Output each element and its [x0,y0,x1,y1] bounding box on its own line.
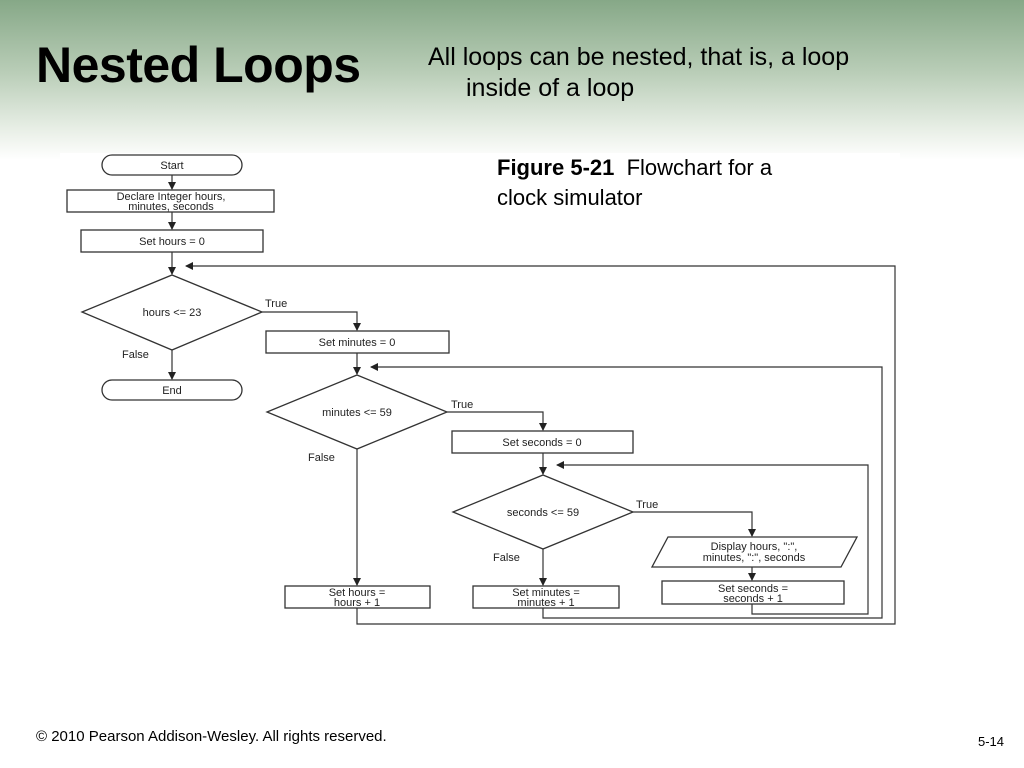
inc-seconds-box [661,580,845,605]
hours-true-label: True [265,298,287,310]
minutes-true-label: True [451,399,473,411]
footer-copyright: © 2010 Pearson Addison-Wesley. All right… [36,728,387,745]
header-band [0,0,1024,160]
inc-minutes-label-2: minutes + 1 [517,597,574,609]
cond-seconds-label: seconds <= 59 [507,507,579,519]
figure-caption: Figure 5-21 Flowchart for a clock simula… [497,153,857,213]
end-terminator [101,379,243,401]
hours-false-label: False [122,349,149,361]
declare-label-2: minutes, seconds [128,201,214,213]
inc-hours-label-1: Set hours = [329,587,386,599]
start-label: Start [160,160,183,172]
inc-seconds-label-1: Set seconds = [718,583,788,595]
inc-hours-label-2: hours + 1 [334,597,380,609]
inc-minutes-label-1: Set minutes = [512,587,580,599]
cond-minutes-label: minutes <= 59 [322,407,392,419]
display-label-1: Display hours, ":", [711,541,798,553]
bullet-text: All loops can be nested, that is, a loop… [428,42,928,104]
set-hours-label: Set hours = 0 [139,236,205,248]
set-seconds-label: Set seconds = 0 [502,437,581,449]
slide-title: Nested Loops [36,37,361,93]
end-label: End [162,385,182,397]
caption-figure-label: Figure 5-21 [497,155,615,180]
inc-seconds-label-2: seconds + 1 [723,593,783,605]
bullet-line-2: inside of a loop [466,74,635,102]
caption-text-2: clock simulator [497,185,643,210]
cond-hours-label: hours <= 23 [143,307,202,319]
declare-box [66,189,275,213]
set-minutes-label: Set minutes = 0 [319,337,396,349]
minutes-false-label: False [308,452,335,464]
flowchart-panel [60,153,900,633]
caption-text: Flowchart for a [626,155,773,180]
declare-label-1: Declare Integer hours, [117,191,226,203]
display-parallelogram [650,536,859,568]
bullet-line-1: All loops can be nested, that is, a loop [428,43,850,71]
slide-number: 5-14 [977,734,1004,749]
seconds-true-label: True [636,499,658,511]
inc-minutes-box [472,585,620,609]
display-label-2: minutes, ":", seconds [703,552,806,564]
seconds-false-label: False [493,552,520,564]
